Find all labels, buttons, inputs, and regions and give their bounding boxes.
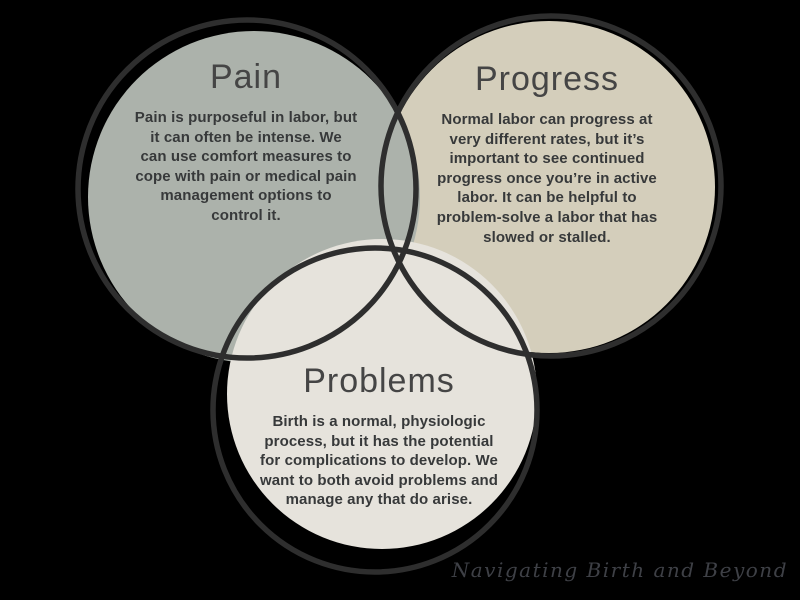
- progress-circle-outline: [378, 13, 724, 359]
- problems-circle-fill: [227, 239, 537, 549]
- problems-circle-outline: [210, 245, 540, 575]
- pain-circle-outline: [75, 17, 419, 361]
- brand-signature: Navigating Birth and Beyond: [451, 558, 788, 582]
